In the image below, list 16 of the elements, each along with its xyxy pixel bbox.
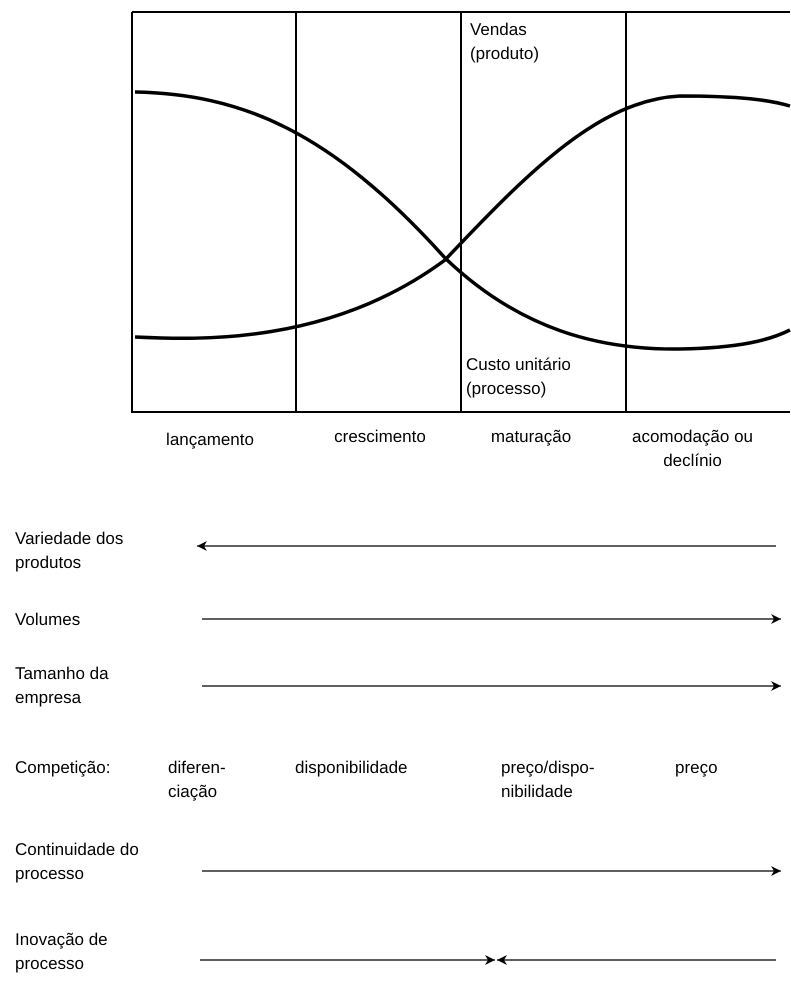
row-label: Inovação de processo (15, 929, 109, 975)
competition-stage-label: preço/dispo- nibilidade (501, 757, 596, 803)
competition-stage-label: disponibilidade (295, 757, 408, 779)
competition-stage-label: diferen- ciação (168, 757, 227, 803)
stage-label: crescimento (333, 426, 427, 448)
row-label: Tamanho da empresa (15, 663, 110, 709)
stage-label: maturação (490, 426, 572, 448)
stage-label: acomodação ou declínio (631, 426, 754, 472)
row-label: Continuidade do processo (15, 839, 140, 885)
row-label: Variedade dos produtos (15, 528, 124, 574)
curve-label: Vendas (produto) (470, 19, 540, 65)
curve-label: Custo unitário (processo) (466, 354, 572, 400)
competition-stage-label: preço (675, 757, 719, 779)
row-label: Competição: (15, 757, 112, 779)
stage-label: lançamento (165, 429, 255, 451)
row-label: Volumes (15, 609, 82, 631)
